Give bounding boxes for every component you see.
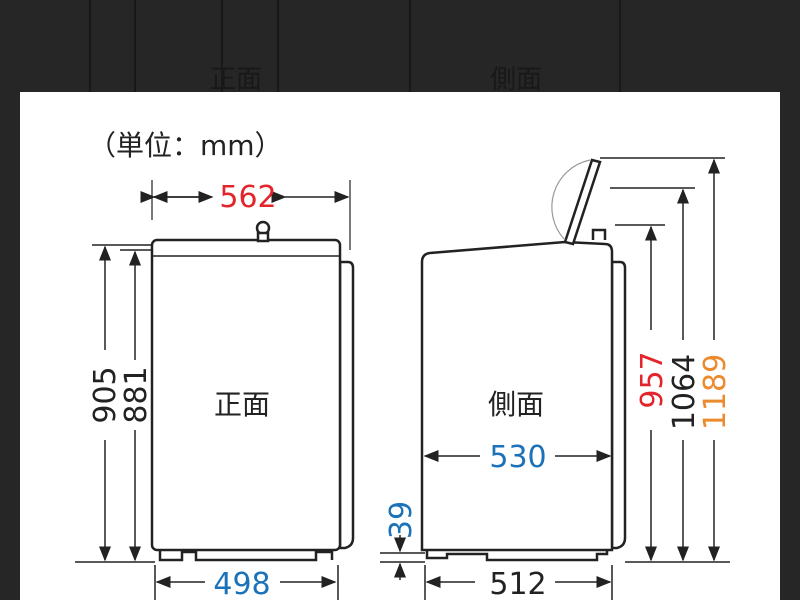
- side-base-clearance-value: 39: [384, 501, 419, 539]
- diagram-card: [20, 92, 780, 600]
- front-width-value: 562: [219, 180, 276, 215]
- front-label: 正面: [214, 388, 270, 421]
- side-height-lid-value: 1064: [667, 354, 702, 430]
- front-machine-outline: [150, 220, 355, 562]
- side-foot-span-value: 512: [489, 567, 546, 600]
- side-height-open-value: 1189: [698, 354, 733, 430]
- unit-label: （単位：mm）: [88, 129, 283, 162]
- side-depth-value: 530: [489, 440, 546, 475]
- side-label: 側面: [488, 388, 544, 421]
- side-height-body-value: 957: [635, 351, 670, 408]
- front-foot-span-value: 498: [213, 567, 270, 600]
- bg-front-label: 正面: [210, 65, 262, 92]
- background-diagram-faded: 正面 側面: [89, 0, 621, 92]
- side-machine-outline: [420, 158, 627, 562]
- front-height-total-value: 905: [88, 366, 123, 423]
- front-height-body-value: 881: [119, 366, 154, 423]
- lid-swing-arc: [551, 159, 591, 241]
- bg-side-label: 側面: [490, 65, 542, 92]
